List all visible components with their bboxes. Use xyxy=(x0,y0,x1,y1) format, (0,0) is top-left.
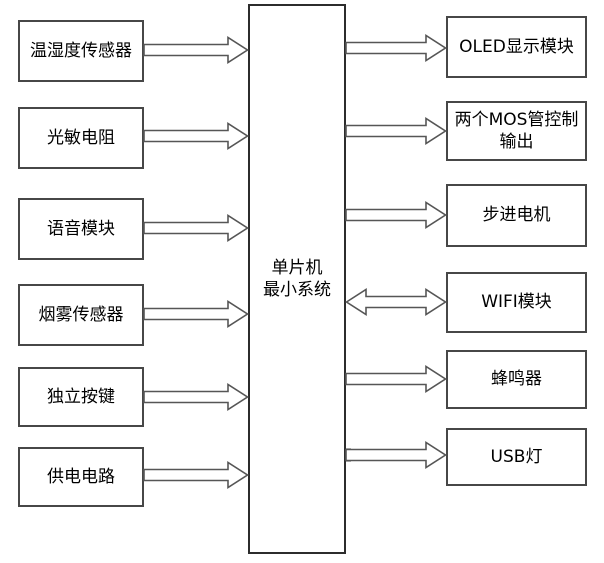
center-label: 单片机 最小系统 xyxy=(263,257,331,302)
module-label: 烟雾传感器 xyxy=(38,304,124,325)
module-label: WIFI模块 xyxy=(481,292,552,313)
right-arrow-icon xyxy=(345,117,447,145)
right-arrow-icon xyxy=(345,34,447,62)
module-box-mos-control-output: 两个MOS管控制输出 xyxy=(446,101,587,161)
module-label: 蜂鸣器 xyxy=(491,369,542,390)
module-box-smoke-sensor: 烟雾传感器 xyxy=(18,284,144,346)
module-label: OLED显示模块 xyxy=(459,36,574,57)
right-arrow-icon xyxy=(143,383,249,411)
double-arrow-icon xyxy=(345,288,447,316)
module-label: USB灯 xyxy=(490,446,543,467)
module-label: 供电电路 xyxy=(47,466,115,487)
center-label-line2: 最小系统 xyxy=(263,280,331,300)
right-arrow-icon xyxy=(143,122,249,150)
module-label: 步进电机 xyxy=(482,205,551,226)
center-box-mcu-minimum-system: 单片机 最小系统 xyxy=(248,4,346,554)
right-arrow-icon xyxy=(345,201,447,229)
module-box-power-supply-circuit: 供电电路 xyxy=(18,447,144,507)
right-arrow-icon xyxy=(345,365,447,393)
module-box-photoresistor: 光敏电阻 xyxy=(18,107,144,169)
module-box-buzzer: 蜂鸣器 xyxy=(446,350,587,409)
module-label: 温湿度传感器 xyxy=(30,40,132,61)
right-arrow-icon xyxy=(143,461,249,489)
module-box-usb-light: USB灯 xyxy=(446,428,587,486)
right-arrow-icon xyxy=(143,36,249,64)
module-box-oled-display: OLED显示模块 xyxy=(446,16,587,78)
right-arrow-icon xyxy=(345,441,447,469)
module-label: 语音模块 xyxy=(47,218,115,239)
module-box-independent-button: 独立按键 xyxy=(18,367,144,427)
center-label-line1: 单片机 xyxy=(271,257,323,278)
right-arrow-icon xyxy=(143,214,249,242)
module-box-wifi-module: WIFI模块 xyxy=(446,272,587,333)
module-label: 光敏电阻 xyxy=(47,127,115,148)
module-label: 独立按键 xyxy=(47,386,115,407)
module-label: 两个MOS管控制输出 xyxy=(454,109,579,152)
module-box-temp-humidity-sensor: 温湿度传感器 xyxy=(18,20,144,82)
right-arrow-icon xyxy=(143,300,249,328)
module-box-stepper-motor: 步进电机 xyxy=(446,184,587,247)
module-box-voice-module: 语音模块 xyxy=(18,198,144,260)
